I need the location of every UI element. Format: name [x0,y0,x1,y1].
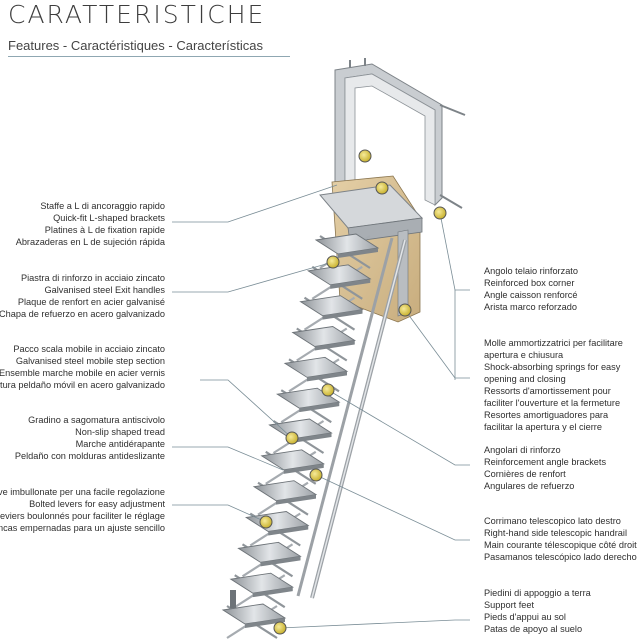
callout-springs: Molle ammortizzatrici per facilitare ape… [484,337,638,433]
step-edge [291,433,332,443]
callout-line: Angolari di rinforzo [484,445,561,455]
callout-tread: Gradino a sagomatura antiscivolo Non-sli… [15,414,165,462]
callout-dot [375,181,389,195]
callout-line: Leve imbullonate per una facile regolazi… [0,487,165,497]
callout-line: Estructura peldaño móvil en acero galvan… [0,380,165,390]
callout-line: Abrazaderas en L de sujeción rápida [15,237,165,247]
callout-line: Pieds d'appui au sol [484,612,566,622]
step-section [221,233,380,639]
callout-line: Reinforced box corner [484,278,575,288]
callout-box-corner: Angolo telaio rinforzato Reinforced box … [484,265,578,313]
callout-step-section: Pacco scala mobile in acciaio zincato Ga… [0,343,165,391]
callout-line: Non-slip shaped tread [75,427,165,437]
callout-line: Palancas empernadas para un ajuste senci… [0,523,165,533]
step-edge [245,618,285,628]
callout-feet: Piedini di appoggio a terra Support feet… [484,587,591,635]
callout-line: Leviers boulonnés pour faciliter le régl… [0,511,165,521]
callout-dot [433,206,447,220]
callout-line: Peldaño con molduras antideslizante [14,451,165,461]
callout-line: Arista marco reforzado [484,302,577,312]
callout-line: Ressorts d'amortissement pour faciliter … [484,386,621,408]
callout-dot [285,431,299,445]
callout-dot [321,383,335,397]
callout-line: Plaque de renfort en acier galvanisé [17,297,165,307]
callout-levers: Leve imbullonate per una facile regolazi… [0,486,165,534]
callout-line: Bolted levers for easy adjustment [29,499,165,509]
callout-line: Main courante télescopique côté droit [484,540,637,550]
callout-dot [259,515,273,529]
callout-angle-brackets: Angolari di rinforzo Reinforcement angle… [484,444,606,492]
step-edge [260,556,301,567]
callout-line: Reinforcement angle brackets [484,457,607,467]
step-edge [283,463,324,474]
callout-line: Angulares de refuerzo [484,481,575,491]
callout-dot [273,621,287,635]
callout-line: Molle ammortizzatrici per facilitare ape… [484,338,623,360]
step-edge [276,494,316,505]
step-edge [322,309,363,320]
page-title: CARATTERISTICHE [8,0,266,29]
callout-line: Platines à L de fixation rapide [44,225,165,235]
callout-line: Resortes amortiguadores para facilitar l… [484,410,609,432]
callout-dot [358,149,372,163]
callout-line: Chapa de refuerzo en acero galvanizado [0,309,165,319]
leader-lines [172,184,470,629]
callout-line: Shock-absorbing springs for easy opening… [484,362,621,384]
callout-line: Angolo telaio rinforzato [484,266,578,276]
callout-brackets: Staffe a L di ancoraggio rapido Quick-fi… [16,200,165,248]
callout-line: Staffe a L di ancoraggio rapido [40,201,165,211]
callout-line: Pasamanos telescópico lado derecho [484,552,637,562]
callout-line: Right-hand side telescopic handrail [484,528,628,538]
callout-line: Gradino a sagomatura antiscivolo [28,415,165,425]
callout-line: Galvanised steel mobile step section [15,356,165,366]
callout-line: Ensemble marche mobile en acier vernis [0,368,165,378]
callout-reinforcement-plate: Piastra di rinforzo in acciaio zincato G… [0,272,165,320]
callout-line: Cornières de renfort [484,469,566,479]
callout-line: Support feet [484,600,535,610]
support-foot [230,590,236,608]
callout-dot [398,303,412,317]
step-edge [307,371,347,382]
callout-line: Corrimano telescopico lato destro [484,516,621,526]
callout-line: Marche antidérapante [75,439,165,449]
telescopic-handrail [296,237,407,599]
step-edge [314,340,355,351]
callout-line: Piastra di rinforzo in acciaio zincato [20,273,165,283]
step-edge [252,587,293,598]
callout-line: Angle caisson renforcé [484,290,578,300]
step-edge [299,402,340,413]
callout-dot [326,255,340,269]
callout-line: Pacco scala mobile in acciaio zincato [13,344,165,354]
callout-dot [309,468,323,482]
callout-line: Quick-fit L-shaped brackets [53,213,165,223]
step-edge [338,248,378,258]
step-edge [330,278,371,289]
step-edge [268,525,309,536]
page-subtitle: Features - Caractéristiques - Caracterís… [8,38,264,53]
callout-line: Galvanised steel Exit handles [44,285,165,295]
callout-line: Patas de apoyo al suelo [484,624,583,634]
callout-line: Piedini di appoggio a terra [484,588,591,598]
callout-handrail: Corrimano telescopico lato destro Right-… [484,515,637,563]
title-rule [8,56,290,57]
